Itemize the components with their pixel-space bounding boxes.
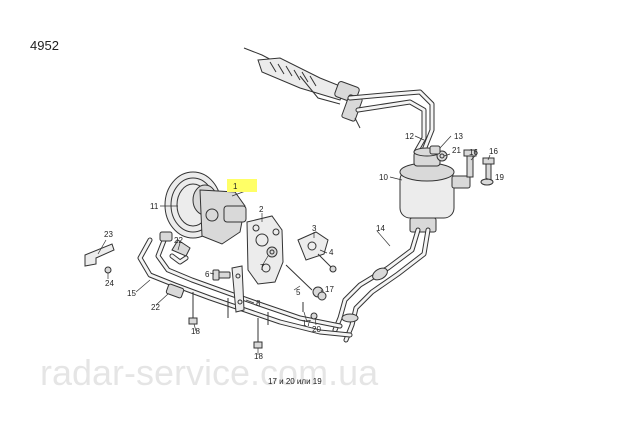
- pump-assembly: [164, 171, 247, 257]
- return-lines: [347, 89, 435, 155]
- bolt-4: [317, 253, 337, 273]
- callout-18a[interactable]: 18: [191, 327, 200, 336]
- callout-20[interactable]: 20: [312, 325, 321, 334]
- callout-24[interactable]: 24: [105, 279, 114, 288]
- callout-14[interactable]: 14: [376, 224, 385, 233]
- callout-19[interactable]: 19: [495, 173, 504, 182]
- callout-10[interactable]: 10: [379, 173, 388, 182]
- bolt-16a: [463, 149, 477, 178]
- callout-23[interactable]: 23: [104, 230, 113, 239]
- callout-12[interactable]: 12: [405, 132, 414, 141]
- callout-11[interactable]: 11: [150, 202, 159, 211]
- callout-22a[interactable]: 22: [174, 236, 183, 245]
- callout-7[interactable]: 7: [260, 263, 265, 272]
- callout-8[interactable]: 8: [256, 299, 261, 308]
- callout-3[interactable]: 3: [312, 224, 317, 233]
- support-bracket-3: [297, 231, 329, 261]
- callout-18b[interactable]: 18: [254, 352, 263, 361]
- diagram-footnote: 17 и 20 или 19: [268, 377, 322, 386]
- callout-highlight: [227, 179, 257, 192]
- callout-17b[interactable]: 17: [302, 319, 311, 328]
- callout-16a[interactable]: 16: [469, 148, 478, 157]
- callout-21[interactable]: 21: [452, 146, 461, 155]
- hose-13: [429, 145, 441, 155]
- bolt-6: [212, 269, 231, 281]
- callout-4[interactable]: 4: [329, 248, 334, 257]
- hose-22a: [169, 253, 189, 265]
- callout-22b[interactable]: 22: [151, 303, 160, 312]
- diagram-reference-number: 4952: [30, 38, 59, 53]
- callout-1[interactable]: 1: [233, 182, 238, 191]
- reservoir: [399, 147, 471, 233]
- leader-lines: [97, 135, 491, 355]
- pipe-clip-18a: [188, 292, 198, 325]
- callout-17a[interactable]: 17: [325, 285, 334, 294]
- nut-7: [266, 246, 278, 258]
- washer-20: [310, 312, 318, 320]
- stud-5: [285, 264, 324, 298]
- callout-15[interactable]: 15: [127, 289, 136, 298]
- bolt-24: [104, 266, 112, 274]
- callout-13[interactable]: 13: [454, 132, 463, 141]
- steering-rack: [243, 47, 363, 129]
- pressure-line: [137, 231, 353, 338]
- callout-2[interactable]: 2: [259, 205, 264, 214]
- callout-6[interactable]: 6: [205, 270, 210, 279]
- pipe-clip-18b: [253, 318, 263, 349]
- feed-lines: [332, 227, 431, 343]
- watermark: radar-service.com.ua: [40, 352, 379, 393]
- callout-5[interactable]: 5: [296, 288, 301, 297]
- pipe-clip-mid: [227, 298, 269, 325]
- callout-labels: 1 2 3 4 5 6 7 8 10 11 12 13 14 15 16 16 …: [104, 132, 504, 361]
- bracket-23: [84, 243, 115, 267]
- brace-8: [231, 265, 245, 313]
- callout-16b[interactable]: 16: [489, 147, 498, 156]
- pump-bracket: [246, 215, 284, 285]
